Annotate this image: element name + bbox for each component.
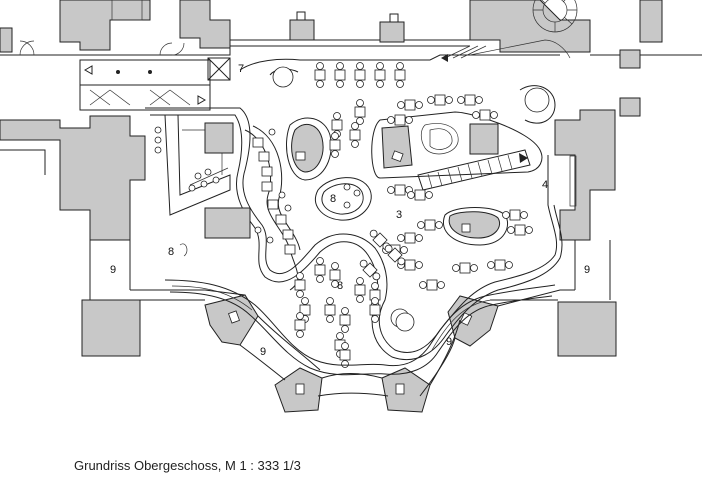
top-seating: [239, 39, 571, 124]
plan-caption: Grundriss Obergeschoss, M 1 : 333 1/3: [74, 458, 301, 473]
bar-counter: [154, 114, 251, 257]
table-group: [374, 62, 386, 88]
table-group: [334, 62, 346, 88]
table-group: [294, 272, 306, 298]
table-group: [417, 219, 443, 231]
spiral-stair: [532, 0, 578, 33]
furniture-layer: [254, 62, 533, 368]
table-group: [472, 109, 498, 121]
table-group: [384, 244, 406, 266]
table-group: [369, 297, 381, 323]
table-group: [339, 342, 351, 368]
label-9-bottom-right: 9: [446, 336, 452, 348]
label-8-center: 8: [330, 193, 336, 205]
column-islands: [286, 111, 543, 246]
round-table: [395, 312, 415, 332]
label-4: 4: [542, 179, 548, 191]
table-group: [339, 307, 351, 333]
table-group: [397, 99, 423, 111]
table-group: [354, 62, 366, 88]
table-group: [354, 277, 366, 303]
table-group: [329, 262, 341, 288]
table-group: [407, 189, 433, 201]
table-group: [359, 259, 381, 281]
table-group: [419, 279, 445, 291]
escalator-bank: [79, 57, 231, 111]
table-group: [314, 257, 326, 283]
table-group: [394, 62, 406, 88]
table-group: [314, 62, 326, 88]
table-group: [387, 184, 413, 196]
left-wall-mass: [0, 115, 146, 300]
table-group: [397, 232, 423, 244]
label-9-left: 9: [110, 264, 116, 276]
label-8-lower: 8: [337, 280, 343, 292]
table-group: [427, 94, 453, 106]
label-8-left: 8: [168, 246, 174, 258]
table-group: [507, 224, 533, 236]
table-group: [329, 132, 341, 158]
gallery-band: [164, 279, 556, 376]
stool: [254, 226, 262, 234]
table-group: [387, 114, 413, 126]
stool: [266, 236, 274, 244]
table-group: [452, 262, 478, 274]
room-labels: 7 4 3 8 8 8 9 9 9 9: [110, 63, 590, 358]
diagonal-stair: [417, 149, 531, 191]
table-group: [324, 297, 336, 323]
table-group: [354, 99, 366, 125]
label-9-right: 9: [584, 264, 590, 276]
entry-doors: [19, 0, 185, 56]
right-wall-mass: [554, 49, 641, 300]
table-group: [457, 94, 483, 106]
table-group: [487, 259, 513, 271]
table-group: [502, 209, 528, 221]
table-group: [349, 122, 361, 148]
top-wall-mass: [0, 0, 702, 56]
top-pillars: [289, 11, 405, 43]
banquette: [244, 125, 301, 291]
label-7: 7: [238, 63, 244, 75]
label-9-bottom-left: 9: [260, 346, 266, 358]
facade-outline: [130, 289, 575, 397]
table-group: [294, 312, 306, 338]
floor-plan: 7 4 3 8 8 8 9 9 9 9: [0, 0, 702, 413]
label-3: 3: [396, 209, 402, 221]
